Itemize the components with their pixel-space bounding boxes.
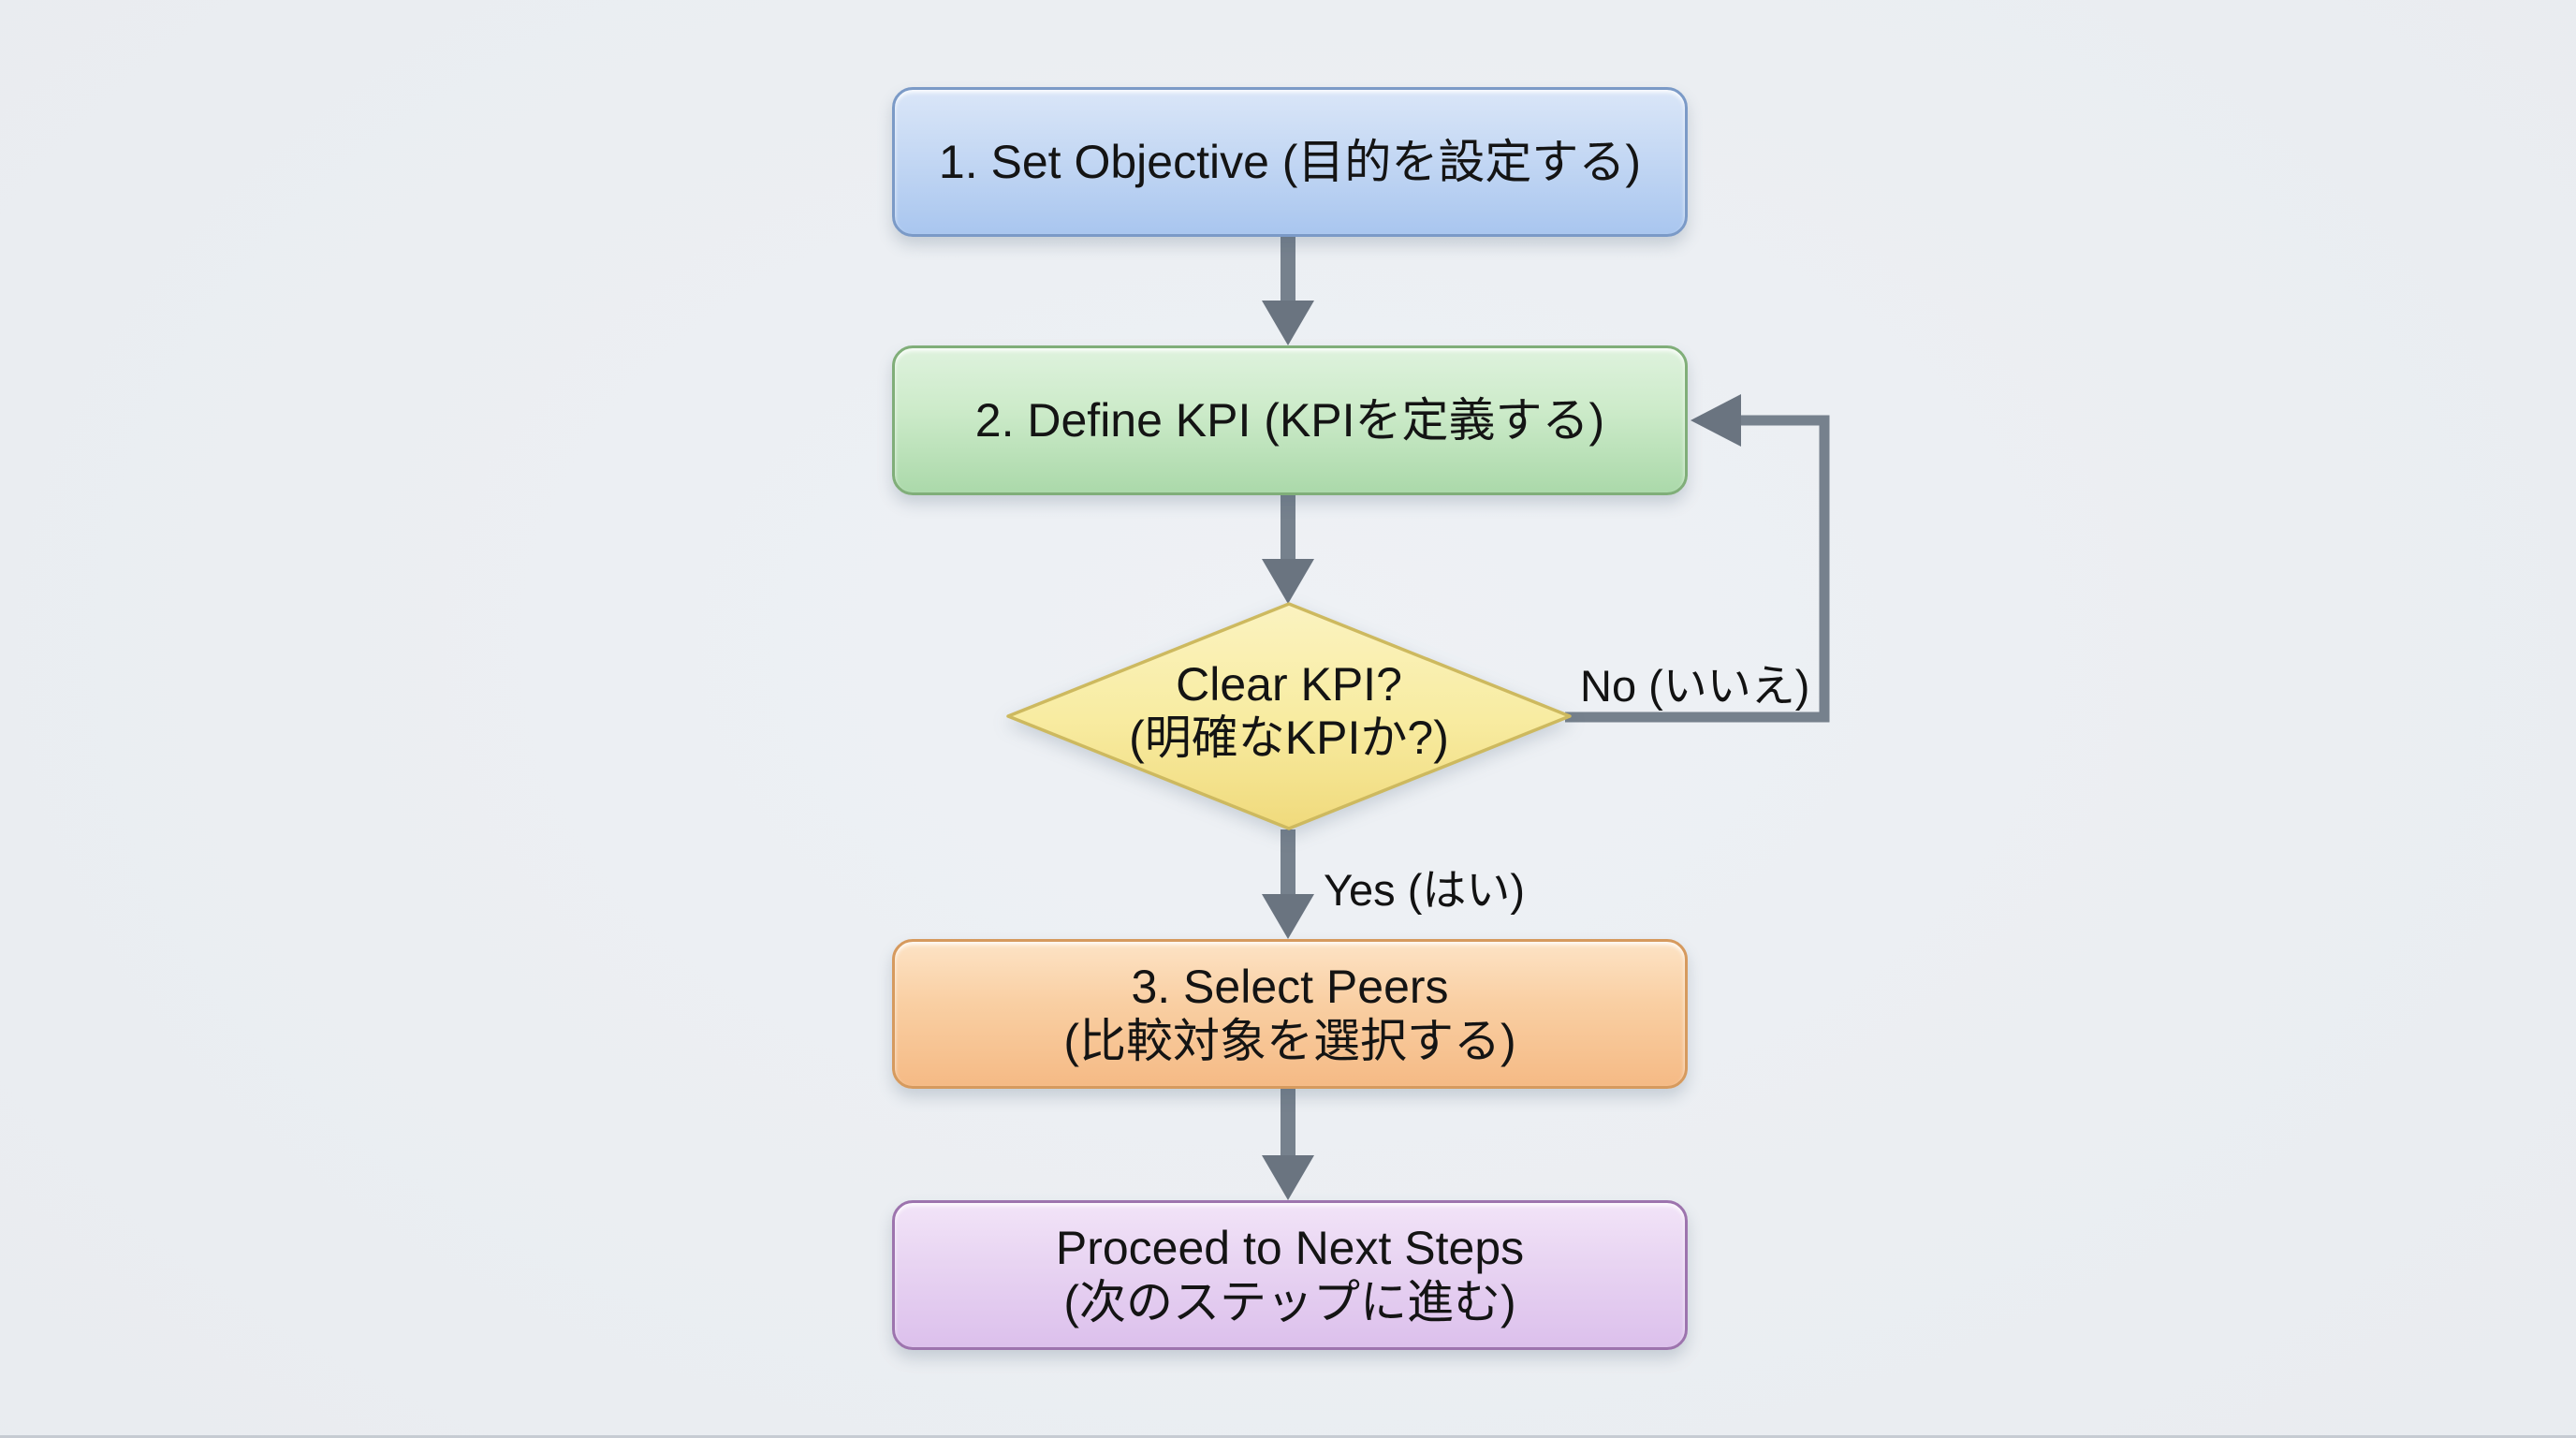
node-select-peers: 3. Select Peers (比較対象を選択する) [892,939,1688,1089]
decision-label-line1: Clear KPI? [1176,658,1402,711]
bottom-divider [0,1435,2576,1438]
node-define-kpi-label: 2. Define KPI (KPIを定義する) [974,394,1605,447]
proceed-label-line1: Proceed to Next Steps [1055,1222,1525,1274]
node-proceed-next-steps: Proceed to Next Steps (次のステップに進む) [892,1200,1688,1350]
edge-label-yes: Yes (はい) [1324,865,1526,915]
decision-label-line2: (明確なKPIか?) [1129,712,1449,764]
node-set-objective: 1. Set Objective (目的を設定する) [892,87,1688,237]
node-set-objective-label: 1. Set Objective (目的を設定する) [938,136,1642,188]
arrow-decision-yes-to-step3 [1262,829,1314,939]
arrow-decision-no-loop [1565,394,1830,723]
node-decision-shape [1006,602,1572,830]
select-peers-label-line2: (比較対象を選択する) [1063,1015,1516,1067]
proceed-label-line2: (次のステップに進む) [1063,1276,1516,1328]
node-define-kpi: 2. Define KPI (KPIを定義する) [892,345,1688,495]
arrow-step2-to-decision [1262,495,1314,604]
edge-label-no: No (いいえ) [1580,661,1810,711]
arrow-step3-to-step4 [1262,1089,1314,1200]
arrow-step1-to-step2 [1262,237,1314,345]
node-decision-label: Clear KPI? (明確なKPIか?) [1008,658,1570,765]
select-peers-label-line1: 3. Select Peers [1131,961,1449,1013]
